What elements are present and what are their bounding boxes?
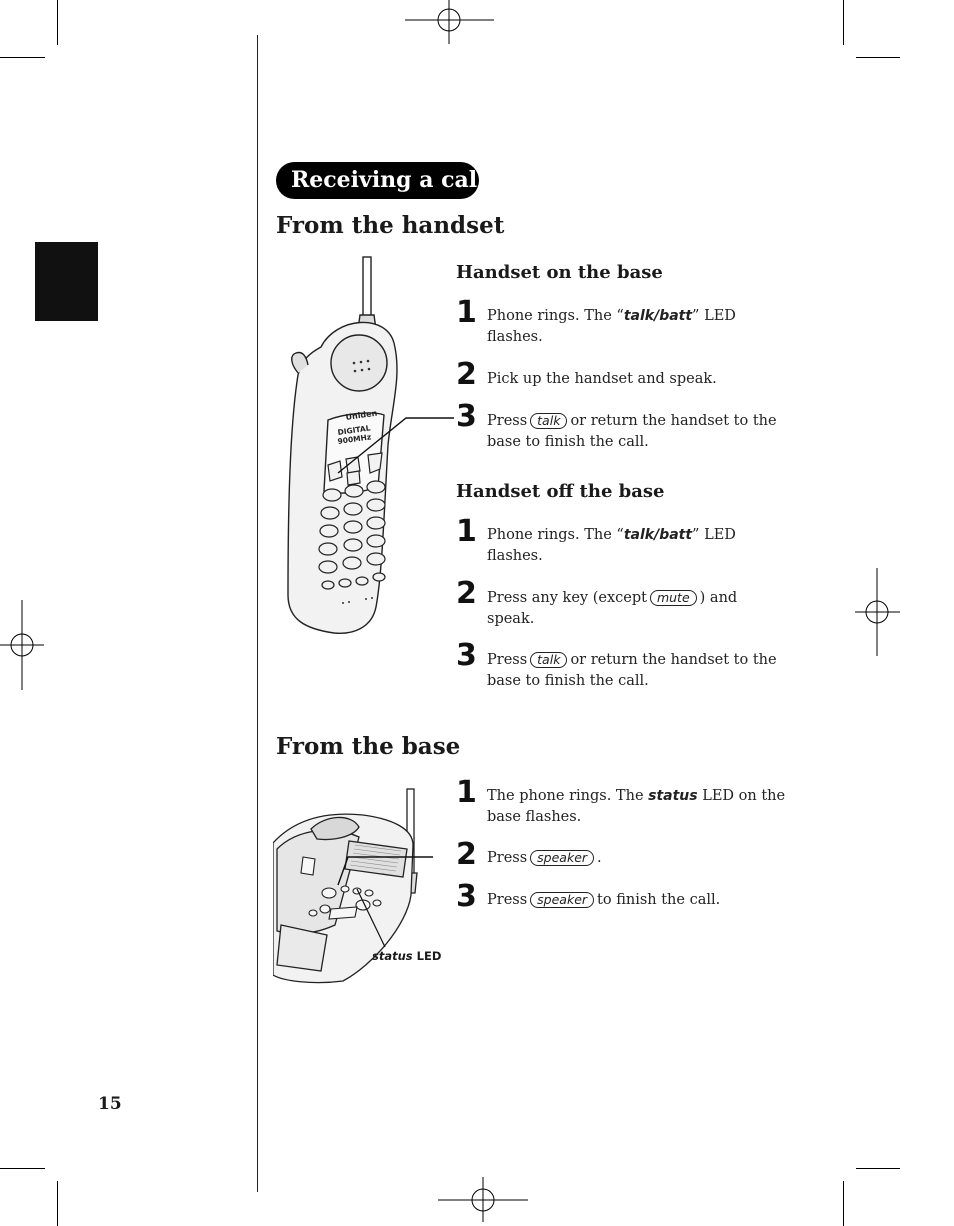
status-led-callout: status LED <box>372 949 442 963</box>
phone-brand: Uniden <box>345 409 378 422</box>
step-text: Phone rings. The “talk/batt” LED flashes… <box>487 308 736 345</box>
step-text: Pick up the handset and speak. <box>487 371 717 387</box>
section-label: Receiving a call <box>276 162 486 199</box>
handset-title: From the handset <box>276 212 505 239</box>
base-illustration <box>273 788 433 984</box>
step-number: 2 <box>456 576 477 611</box>
step-number: 1 <box>456 775 477 810</box>
speaker-key: speaker <box>530 892 595 908</box>
step-text: The phone rings. The status LED on the b… <box>487 788 786 825</box>
off-base-heading: Handset off the base <box>456 481 665 502</box>
handset-illustration: Uniden DIGITAL 900MHz <box>287 256 454 634</box>
mute-key: mute <box>649 590 697 606</box>
step-number: 1 <box>456 514 477 549</box>
base-title: From the base <box>276 733 461 760</box>
talk-key: talk <box>530 652 568 668</box>
page-number: 15 <box>98 1094 122 1114</box>
step-number: 3 <box>456 879 477 914</box>
section-tab <box>35 242 98 321</box>
talk-key: talk <box>530 413 568 429</box>
margin-rule <box>257 35 258 1192</box>
step-number: 2 <box>456 357 477 392</box>
step-number: 1 <box>456 295 477 330</box>
speaker-key: speaker <box>530 850 595 866</box>
step-number: 3 <box>456 399 477 434</box>
step-number: 2 <box>456 837 477 872</box>
step-text: Phone rings. The “talk/batt” LED flashes… <box>487 527 736 564</box>
step-number: 3 <box>456 638 477 673</box>
on-base-heading: Handset on the base <box>456 262 663 283</box>
